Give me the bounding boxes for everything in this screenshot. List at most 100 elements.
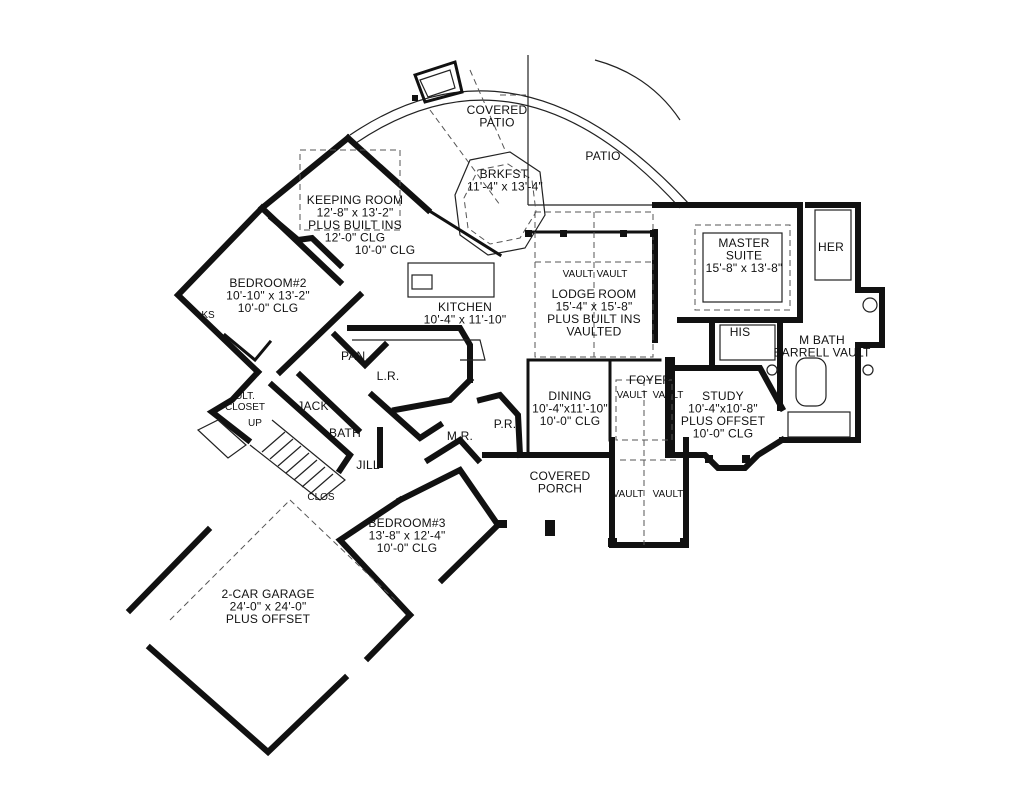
label-mr: M.R. (447, 429, 473, 443)
label-her: HER (818, 240, 844, 254)
label-line: HER (818, 240, 844, 254)
label-lr: L.R. (377, 369, 400, 383)
exterior-walls (125, 133, 885, 757)
interior-walls (196, 207, 675, 501)
label-line: DINING (548, 389, 591, 403)
label-line: HIS (730, 325, 751, 339)
label-line: VAULT (563, 269, 594, 280)
label-line: COVERED (467, 103, 528, 117)
label-line: BARRELL VAULT (773, 346, 871, 360)
label-line: M BATH (799, 333, 845, 347)
label-line: PLUS OFFSET (681, 414, 766, 428)
label-line: FOYER (629, 373, 671, 387)
label-clos: CLOS (307, 492, 335, 503)
label-line: P.R. (494, 417, 517, 431)
label-line: PLUS BUILT INS (547, 312, 641, 326)
label-jill: JILL (356, 458, 380, 472)
label-ult-closet: ULT.CLOSET (225, 391, 265, 413)
label-up: UP (248, 418, 262, 429)
label-line: 12'-0" CLG (325, 231, 386, 245)
label-line: 10'-0" CLG (238, 301, 299, 315)
label-line: VAULT (617, 390, 648, 401)
label-line: CLOS (307, 492, 335, 503)
ceiling-lines (169, 149, 791, 621)
label-porch-vault: VAULT VAULT (613, 489, 684, 500)
label-line: 10'-4"x11'-10" (532, 402, 608, 416)
label-line: 13'-8" x 12'-4" (369, 529, 446, 543)
label-pr: P.R. (494, 417, 517, 431)
label-foyer: FOYER (629, 373, 671, 387)
label-line: BRKFST. (480, 167, 531, 181)
label-kitchen-clg: 10'-0" CLG (355, 243, 416, 257)
breakfast-bay (454, 151, 546, 256)
label-pan: PAN. (341, 349, 369, 363)
staircase (196, 419, 346, 501)
label-line: JACK (297, 399, 328, 413)
label-line: VAULTED (567, 325, 622, 339)
label-his: HIS (730, 325, 751, 339)
label-line: PORCH (538, 482, 582, 496)
label-line: VAULT (613, 489, 644, 500)
label-line: 15'-8" x 13'-8" (706, 261, 783, 275)
label-line: L.R. (377, 369, 400, 383)
label-line: 12'-8" x 13'-2" (317, 206, 394, 220)
outdoor-fireplace (412, 60, 464, 104)
label-line: 10'-0" CLG (540, 414, 601, 428)
label-brkfst: BRKFST.11'-4" x 13'-4" (467, 167, 543, 194)
label-line: PAN. (341, 349, 369, 363)
patio-area (349, 55, 691, 209)
label-line: SUITE (726, 249, 762, 263)
label-line: CLOSET (225, 402, 265, 413)
label-line: PATIO (479, 116, 514, 130)
label-line: KEEPING ROOM (307, 193, 403, 207)
label-line: 15'-4" x 15'-8" (556, 300, 633, 314)
label-line: 10'-0" CLG (355, 243, 416, 257)
label-line: PLUS OFFSET (226, 612, 311, 626)
label-line: 10'-4"x10'-8" (688, 402, 758, 416)
label-line: BEDROOM#2 (229, 276, 306, 290)
posts (495, 230, 750, 547)
label-ks: KS (201, 310, 215, 321)
label-line: 11'-4" x 13'-4" (467, 180, 543, 194)
label-line: STUDY (702, 389, 744, 403)
label-line: BEDROOM#3 (368, 516, 445, 530)
label-line: KS (201, 310, 215, 321)
label-line: PLUS BUILT INS (308, 218, 402, 232)
label-line: VAULT (653, 489, 684, 500)
label-patio: PATIO (585, 149, 620, 163)
label-line: 10'-4" x 11'-10" (424, 313, 507, 327)
label-line: MASTER (718, 236, 769, 250)
label-line: VAULT (597, 269, 628, 280)
label-jack: JACK (297, 399, 328, 413)
label-line: PATIO (585, 149, 620, 163)
label-line: UP (248, 418, 262, 429)
label-bath: BATH (329, 426, 361, 440)
label-line: 2-CAR GARAGE (221, 587, 314, 601)
label-line: M.R. (447, 429, 473, 443)
label-line: 10'-0" CLG (377, 541, 438, 555)
label-line: 10'-10" x 13'-2" (226, 289, 310, 303)
bath-fixtures (719, 209, 878, 438)
label-line: COVERED (530, 469, 591, 483)
label-foyer-vault: VAULT VAULT (617, 390, 684, 401)
label-line: LODGE ROOM (552, 287, 637, 301)
label-line: BATH (329, 426, 361, 440)
label-line: ULT. (235, 391, 255, 402)
label-line: KITCHEN (438, 300, 492, 314)
label-line: 24'-0" x 24'-0" (230, 600, 307, 614)
label-line: VAULT (653, 390, 684, 401)
label-line: JILL (356, 458, 380, 472)
